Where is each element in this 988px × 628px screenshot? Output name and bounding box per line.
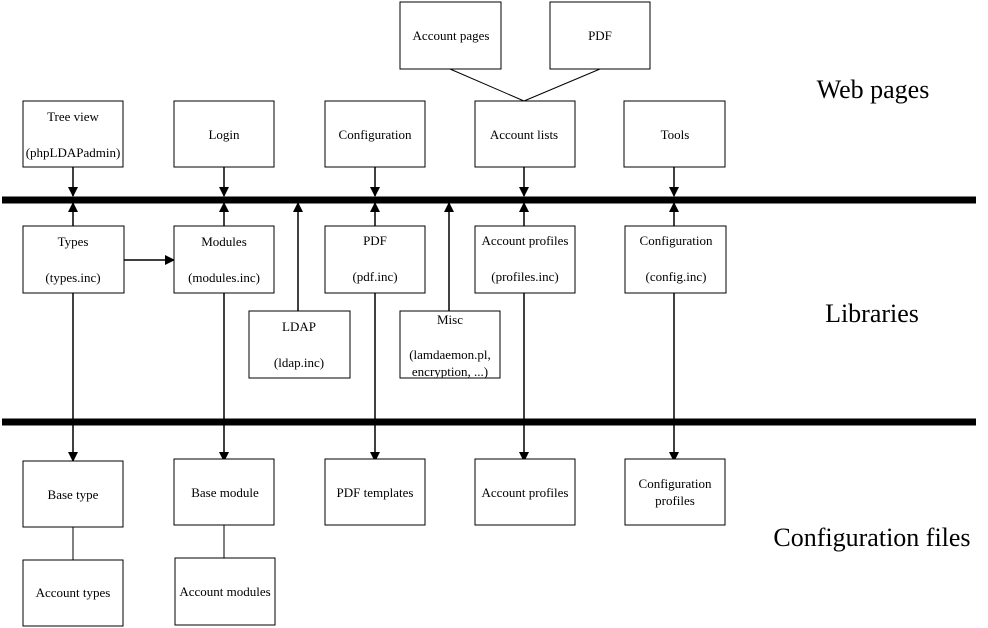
connector-account-pages-account-lists [449, 68, 525, 102]
pdf-templates-label: PDF templates [337, 485, 414, 500]
box-configuration-lib: Configuration (config.inc) [624, 225, 727, 294]
tree-view-label: Tree view [47, 109, 99, 124]
configuration-lib-sublabel: (config.inc) [645, 269, 706, 284]
account-types-label: Account types [36, 585, 111, 600]
box-login: Login [173, 100, 275, 168]
ldap-label: LDAP [282, 319, 316, 334]
box-pdf-lib: PDF (pdf.inc) [324, 225, 426, 294]
ldap-sublabel: (ldap.inc) [274, 355, 324, 370]
box-base-module: Base module [173, 458, 275, 526]
layer-label-libraries: Libraries [825, 299, 919, 328]
account-profiles-lib-sublabel: (profiles.inc) [491, 269, 559, 284]
types-sublabel: (types.inc) [45, 270, 100, 285]
box-ldap: LDAP (ldap.inc) [248, 310, 351, 379]
box-configuration-page: Configuration [324, 100, 426, 168]
modules-sublabel: (modules.inc) [188, 270, 260, 285]
box-tools: Tools [623, 100, 726, 168]
configuration-page-label: Configuration [339, 127, 412, 142]
layer-label-web-pages: Web pages [817, 75, 930, 104]
box-account-modules: Account modules [174, 557, 276, 626]
account-lists-label: Account lists [490, 127, 558, 142]
account-modules-label: Account modules [179, 584, 270, 599]
base-module-label: Base module [191, 485, 259, 500]
box-types: Types (types.inc) [22, 225, 125, 294]
box-pdf-page: PDF [549, 1, 651, 70]
box-account-profiles-files: Account profiles [474, 458, 576, 526]
box-account-pages: Account pages [399, 1, 502, 70]
tree-view-sublabel: (phpLDAPadmin) [26, 145, 121, 160]
box-tree-view: Tree view (phpLDAPadmin) [22, 100, 124, 168]
box-base-type: Base type [22, 460, 124, 528]
pdf-lib-sublabel: (pdf.inc) [352, 269, 397, 284]
tools-label: Tools [661, 127, 690, 142]
configuration-profiles-label-1: Configuration [639, 476, 712, 491]
base-type-label: Base type [48, 487, 99, 502]
login-label: Login [208, 127, 240, 142]
layer-label-configuration-files: Configuration files [773, 523, 970, 552]
box-modules: Modules (modules.inc) [173, 225, 275, 294]
box-misc: Misc (lamdaemon.pl, encryption, ...) [399, 310, 501, 379]
box-account-types: Account types [22, 559, 124, 627]
account-profiles-files-label: Account profiles [481, 485, 568, 500]
misc-sublabel-1: (lamdaemon.pl, [409, 347, 491, 362]
misc-label: Misc [437, 312, 463, 327]
modules-label: Modules [201, 234, 247, 249]
box-account-profiles-lib: Account profiles (profiles.inc) [474, 225, 576, 294]
misc-sublabel-2: encryption, ...) [412, 364, 488, 379]
pdf-lib-label: PDF [363, 233, 387, 248]
pdf-page-label: PDF [588, 28, 612, 43]
connector-pdf-account-lists [523, 68, 601, 102]
configuration-profiles-label-2: profiles [655, 493, 695, 508]
box-pdf-templates: PDF templates [324, 458, 426, 526]
account-pages-label: Account pages [413, 28, 490, 43]
configuration-lib-label: Configuration [640, 233, 713, 248]
account-profiles-lib-label: Account profiles [481, 233, 568, 248]
box-configuration-profiles: Configuration profiles [624, 458, 726, 526]
types-label: Types [58, 234, 89, 249]
box-account-lists: Account lists [474, 100, 576, 168]
